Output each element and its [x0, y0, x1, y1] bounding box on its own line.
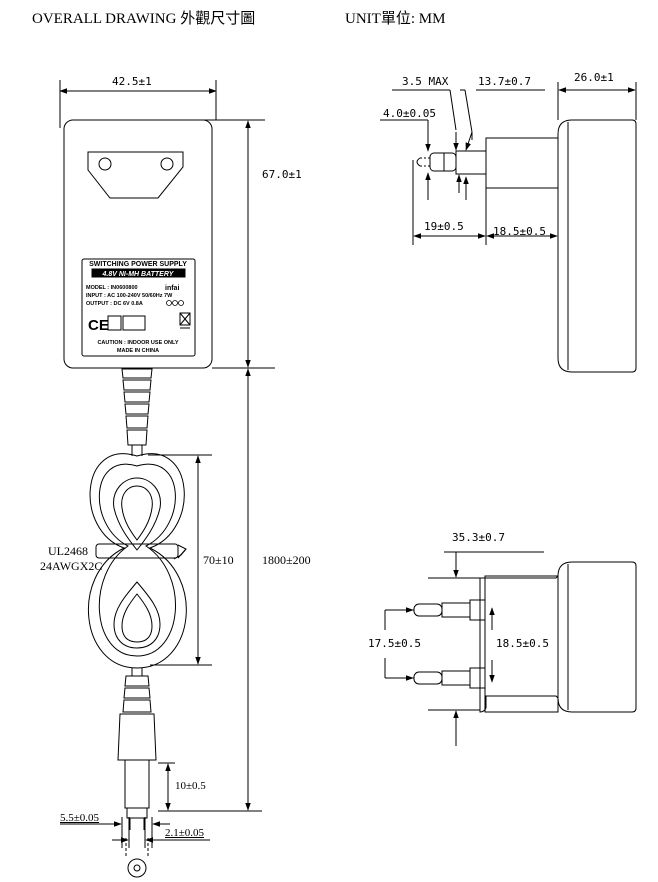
label-ce-mark: CE	[88, 317, 109, 334]
adapter-front-body	[59, 80, 275, 369]
pin-position-dim: 13.7±0.7	[478, 75, 531, 88]
side-view-dimensions	[380, 82, 637, 245]
body-depth-dim: 26.0±1	[574, 71, 614, 84]
pin-base-dim: 18.5±0.5	[493, 225, 546, 238]
front-width-dim: 42.5±1	[112, 75, 152, 88]
cable-spec-line1: UL2468	[48, 544, 88, 558]
front-height-dim: 67.0±1	[262, 168, 302, 181]
product-label	[81, 258, 196, 357]
pin-tip-dim: 19±0.5	[424, 220, 464, 233]
label-input: INPUT : AC 100-240V 50/60Hz 7W	[86, 293, 173, 299]
plug-outer-dim: 5.5±0.05	[60, 812, 100, 824]
label-origin: MADE IN CHINA	[117, 348, 159, 354]
plug-inner-dim: 2.1±0.05	[165, 827, 205, 839]
pin-length-dim: 18.5±0.5	[496, 637, 549, 650]
drawing-title: OVERALL DRAWING 外觀尺寸圖	[32, 11, 256, 27]
label-output: OUTPUT : DC 6V 0.8A	[86, 301, 143, 307]
top-view-dimensions	[384, 551, 544, 746]
euro-plug-face	[87, 151, 184, 199]
label-line1: SWITCHING POWER SUPPLY	[89, 261, 187, 268]
label-graphic-text: SWITCHING POWER SUPPLY 4.8V NI-MH BATTER…	[86, 261, 187, 354]
adapter-side-body	[416, 119, 637, 373]
coil-length-dim: 70±10	[203, 553, 234, 567]
label-brand: infai	[165, 285, 179, 292]
dc-cable	[87, 368, 187, 878]
plug-length-dim: 10±0.5	[175, 780, 206, 792]
pin-diameter-dim: 4.0±0.05	[383, 107, 436, 120]
cable-length-dim: 1800±200	[262, 553, 311, 567]
pin-max-dim: 3.5 MAX	[402, 75, 449, 88]
cable-spec-line2: 24AWGX2C	[40, 559, 103, 573]
label-caution: CAUTION : INDOOR USE ONLY	[97, 340, 178, 346]
label-model: MODEL : IN0600800	[86, 285, 138, 291]
label-line2: 4.8V NI-MH BATTERY	[102, 271, 175, 278]
front-lower-dimensions	[60, 368, 262, 848]
unit-label: UNIT單位: MM	[345, 11, 446, 27]
pin-spacing-dim: 17.5±0.5	[368, 637, 421, 650]
top-width-dim: 35.3±0.7	[452, 531, 505, 544]
